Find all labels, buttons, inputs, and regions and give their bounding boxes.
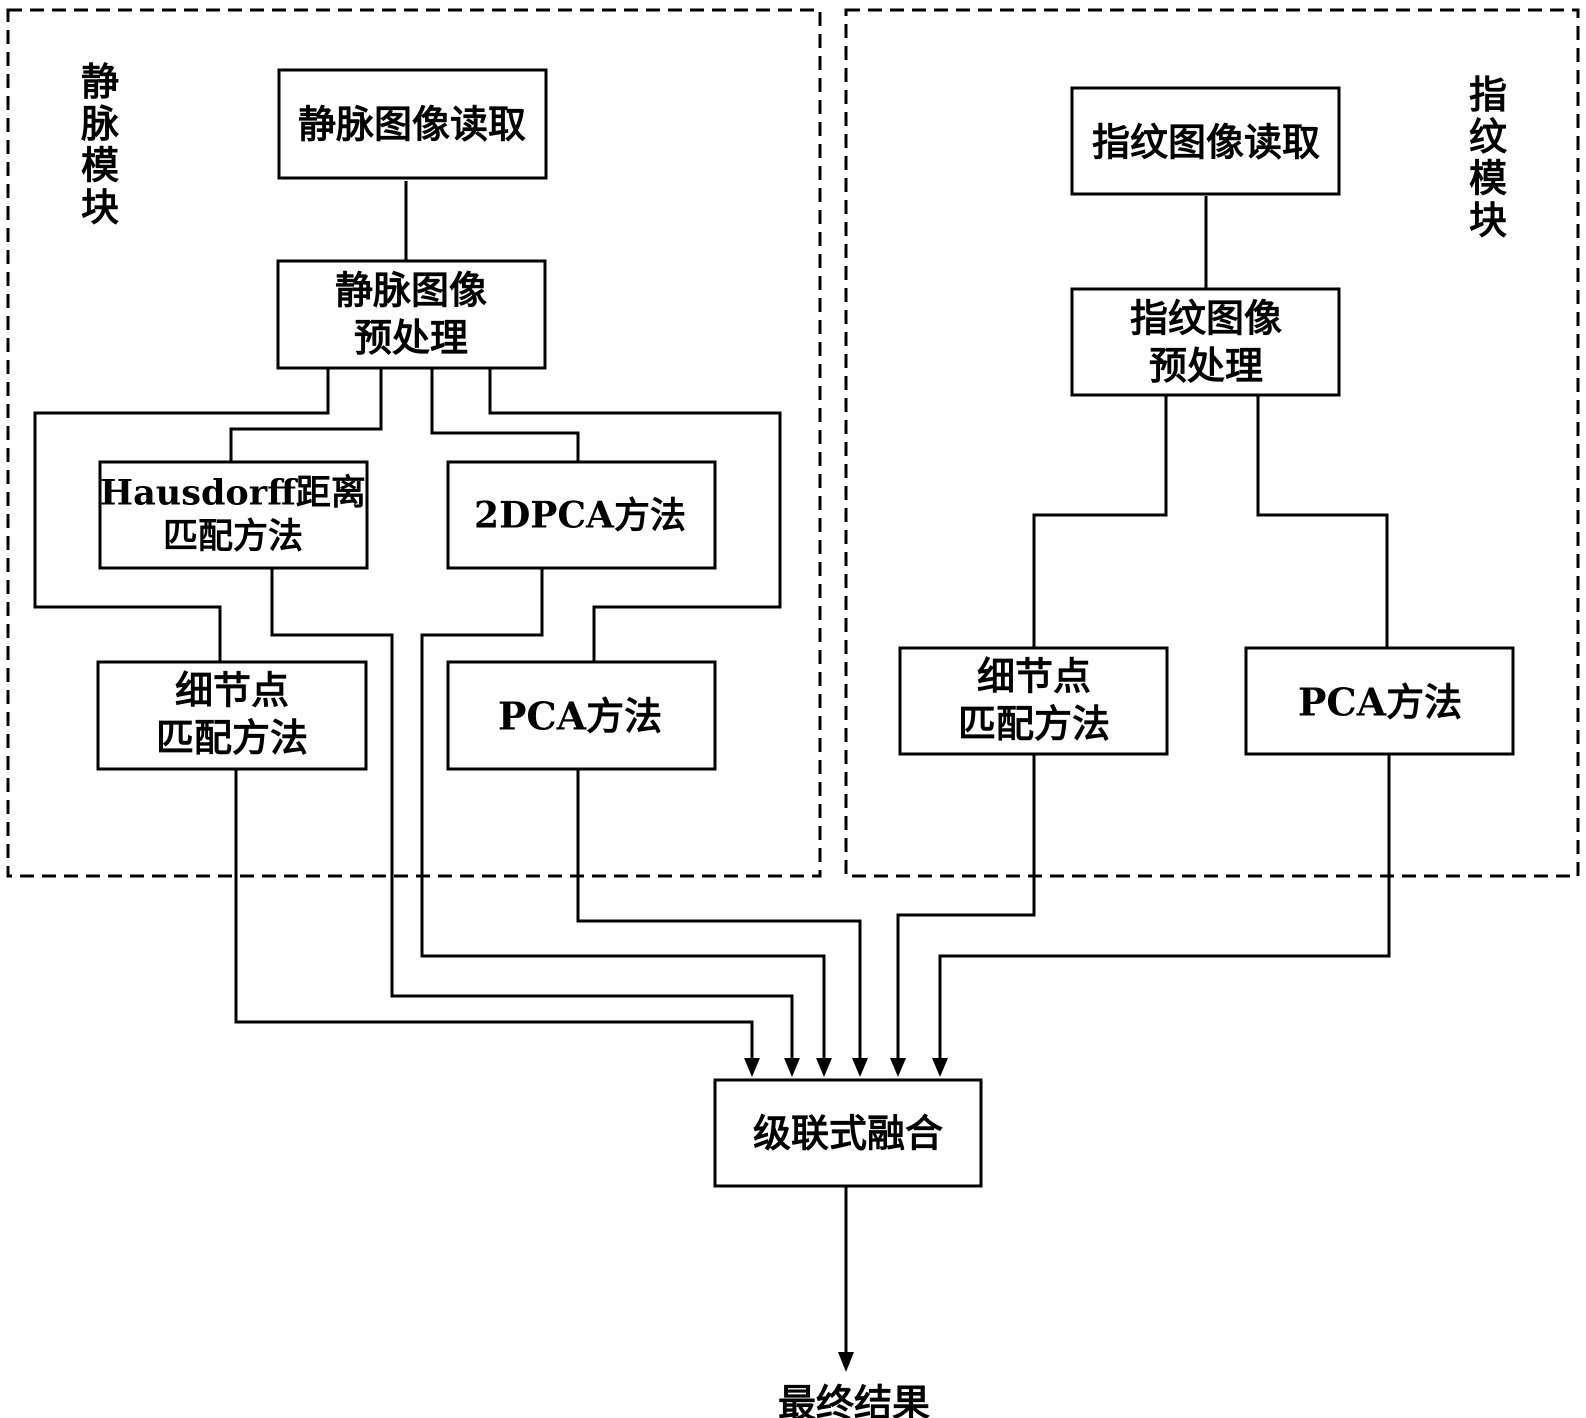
label-char: 模 <box>81 143 119 188</box>
fingerprint-module-label-text: 指纹模块 <box>1469 72 1508 242</box>
label-line: 级联式融合 <box>753 1110 943 1155</box>
edge-vein-hausdorff-to-fusion <box>270 568 794 1060</box>
label-char: 模 <box>1469 156 1507 201</box>
arrowhead-icon <box>838 1352 854 1372</box>
label-line: 静脉图像读取 <box>298 101 526 146</box>
label-line: 预处理 <box>1149 343 1263 388</box>
vein-module-label: 静脉模块 <box>81 59 120 229</box>
label-line: 指纹图像 <box>1130 296 1282 341</box>
node-vein-hausdorff-label: Hausdorff距离匹配方法 <box>100 472 366 557</box>
node-vein-minutiae-label: 细节点匹配方法 <box>156 668 308 761</box>
node-fp-minutiae: 细节点匹配方法 <box>898 646 1169 756</box>
edge-vein-pre-to-pca <box>488 368 782 662</box>
label-line: PCA方法 <box>498 693 662 738</box>
label-line: 匹配方法 <box>156 715 308 760</box>
label-line: 指纹图像读取 <box>1092 119 1320 164</box>
label-line: PCA方法 <box>1298 679 1462 724</box>
node-vein-hausdorff: Hausdorff距离匹配方法 <box>98 460 369 570</box>
node-vein-preprocess-label: 静脉图像预处理 <box>335 268 487 361</box>
arrowhead-icon <box>816 1058 832 1077</box>
vein-module-frame <box>6 8 822 878</box>
label-char: 脉 <box>81 101 120 146</box>
arrowhead-icon <box>932 1058 948 1077</box>
node-cascade-fusion: 级联式融合 <box>713 1078 983 1188</box>
vein-module-label-text: 静脉模块 <box>81 59 120 229</box>
node-fp-read: 指纹图像读取 <box>1070 86 1341 196</box>
node-vein-read: 静脉图像读取 <box>277 68 548 180</box>
edge-vein-pca-to-fusion <box>576 770 862 1060</box>
label-line: 匹配方法 <box>163 516 303 557</box>
label-line: 细节点 <box>175 668 289 713</box>
label-char: 静 <box>81 59 119 104</box>
arrowhead-icon <box>744 1058 760 1077</box>
arrowhead-icon <box>890 1058 906 1077</box>
label-line: 静脉图像 <box>335 268 487 313</box>
fingerprint-module-label: 指纹模块 <box>1469 72 1508 242</box>
edge-vein-pre-to-hausdorff <box>229 368 383 462</box>
edge-vein-pre-to-2dpca <box>430 368 580 462</box>
label-line: 最终结果 <box>778 1380 930 1418</box>
node-fp-preprocess-label: 指纹图像预处理 <box>1130 296 1282 389</box>
node-fp-pca-label: PCA方法 <box>1298 679 1462 724</box>
edge-fp-pre-to-pca <box>1256 395 1389 648</box>
fingerprint-module-frame <box>844 8 1580 878</box>
arrowhead-icon <box>784 1058 800 1077</box>
node-final-result: 最终结果 <box>778 1380 930 1418</box>
node-vein-pca-label: PCA方法 <box>498 693 662 738</box>
edge-fp-pre-to-minutiae <box>1032 395 1168 648</box>
connectors <box>33 181 1391 1355</box>
arrowhead-icon <box>852 1058 868 1077</box>
label-char: 指 <box>1469 72 1507 117</box>
node-vein-minutiae: 细节点匹配方法 <box>96 660 368 771</box>
node-vein-2dpca-label: 2DPCA方法 <box>474 495 686 537</box>
label-char: 块 <box>81 184 119 229</box>
edge-fp-minutiae-to-fusion <box>896 755 1036 1060</box>
node-vein-2dpca: 2DPCA方法 <box>446 460 717 570</box>
node-vein-preprocess: 静脉图像预处理 <box>276 259 547 370</box>
edge-vein-pre-to-minutiae <box>33 368 330 662</box>
arrowheads <box>744 1058 948 1372</box>
node-fp-minutiae-label: 细节点匹配方法 <box>958 654 1110 747</box>
edge-vein-2dpca-to-fusion <box>420 568 826 1060</box>
node-vein-read-label: 静脉图像读取 <box>298 101 526 146</box>
edge-vein-minutiae-to-fusion <box>234 770 754 1060</box>
label-line: 预处理 <box>354 315 468 360</box>
node-cascade-fusion-label: 级联式融合 <box>753 1110 943 1155</box>
label-char: 块 <box>1469 197 1507 242</box>
label-line: 匹配方法 <box>958 701 1110 746</box>
node-vein-pca: PCA方法 <box>446 660 717 771</box>
node-fp-preprocess: 指纹图像预处理 <box>1070 287 1341 397</box>
node-final-result-label: 最终结果 <box>778 1380 930 1418</box>
node-fp-read-label: 指纹图像读取 <box>1092 119 1320 164</box>
label-line: 细节点 <box>977 654 1091 699</box>
node-fp-pca: PCA方法 <box>1244 646 1515 756</box>
label-line: Hausdorff距离 <box>100 472 366 513</box>
edge-fp-pca-to-fusion <box>938 755 1391 1060</box>
label-char: 纹 <box>1469 114 1508 159</box>
label-line: 2DPCA方法 <box>474 495 686 537</box>
